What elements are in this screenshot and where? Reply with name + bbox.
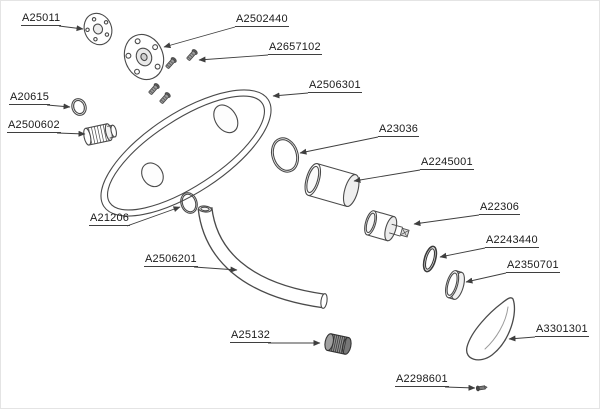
leader-line [163,26,236,49]
leader-line [272,92,309,99]
leader-line [193,266,238,273]
leader-line [353,169,421,183]
part-label-cartridge: A22306 [479,201,521,215]
fixing-screw-icon [165,57,177,69]
part-label-o-ring-small: A20615 [9,91,51,105]
o-ring-medium-part [180,192,198,214]
part-label-handle-lever: A3301301 [535,323,589,337]
fixing-screw-icon [159,92,171,104]
part-label-sleeve: A2245001 [420,156,474,170]
valve-body-part [123,33,165,81]
part-label-threaded-adapter: A2500602 [7,119,61,133]
escutcheon-plate-part [100,89,272,217]
o-ring-large-part [270,137,300,173]
part-label-escutcheon-plate: A2506301 [308,79,362,93]
threaded-adapter-part [83,123,117,146]
leader-line [508,335,536,342]
part-label-mounting-flange: A25011 [21,12,62,26]
leader-line [413,214,480,227]
leader-line [439,247,486,259]
leader-line [198,54,269,63]
fixing-screw-icon [186,49,198,61]
part-label-aerator: A25132 [230,329,272,343]
fixing-screw-icon [148,83,160,95]
o-ring-small-part [71,98,87,116]
aerator-part [324,333,352,355]
leader-lines [46,25,536,391]
sleeve-part [304,162,360,208]
part-label-o-ring-large: A23036 [378,123,420,137]
part-label-spout: A2506201 [144,253,198,267]
retaining-ring-part [422,245,438,273]
part-label-o-ring-medium: A21206 [89,212,131,226]
trim-ring-part [445,270,465,300]
grub-screw-part [475,385,488,392]
mounting-flange-part [83,12,113,46]
leader-line [46,103,71,110]
cartridge-part [364,210,410,242]
part-label-trim-ring: A2350701 [506,259,560,273]
leader-line [56,130,86,137]
part-label-grub-screw: A2298601 [395,373,449,387]
part-label-valve-body: A2502440 [235,13,289,27]
part-label-fixing-screws: A2657102 [268,41,322,55]
leader-line [444,384,476,391]
leader-line [58,25,84,32]
handle-lever-part [466,297,516,361]
leader-line [126,206,181,227]
spout-part [197,205,328,309]
leader-line [465,272,507,284]
leader-line [299,136,379,155]
part-label-retaining-ring: A2243440 [485,234,539,248]
